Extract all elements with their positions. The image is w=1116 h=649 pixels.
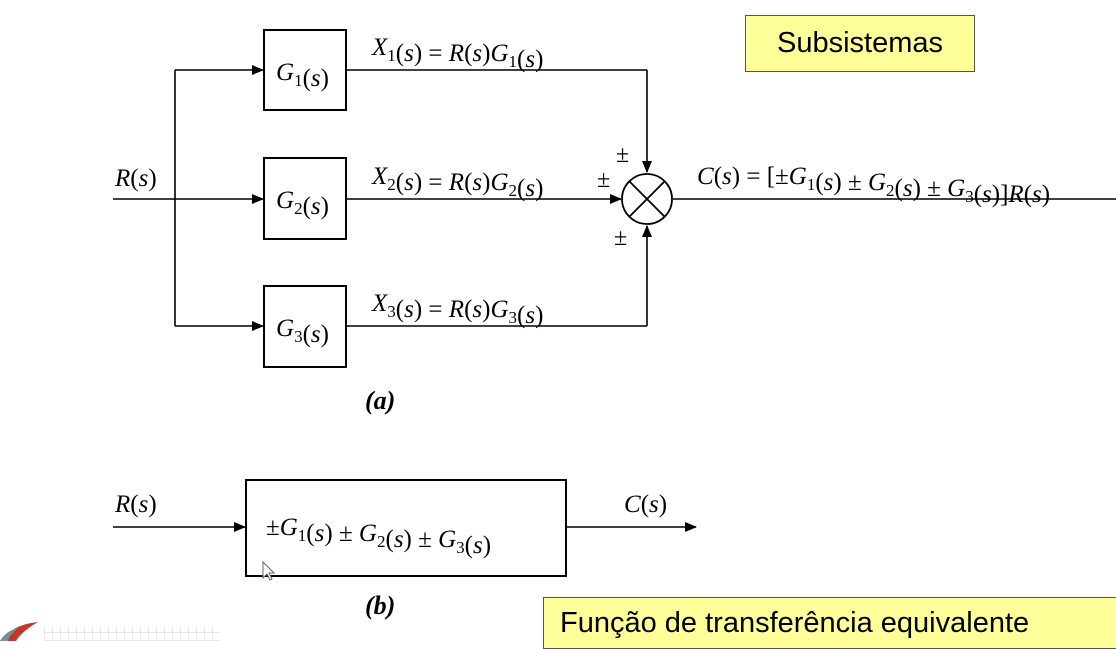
block-g3 [263, 285, 347, 368]
block-equivalent [245, 479, 567, 577]
parallel-connections [113, 65, 1116, 331]
sign-bottom: ± [614, 225, 627, 251]
block-g2 [263, 157, 347, 240]
block-equivalent-label: ±G1(s) ± G2(s) ± G3(s) [266, 514, 491, 559]
x1-equation: X1(s) = R(s)G1(s) [371, 34, 543, 73]
logo-grid [44, 626, 220, 641]
sign-left: ± [597, 167, 610, 193]
x2-equation: X2(s) = R(s)G2(s) [371, 163, 543, 202]
mouse-cursor-icon [262, 560, 276, 581]
input-label-a: R(s) [114, 165, 157, 192]
output-label-a: C(s) = [±G1(s) ± G2(s) ± G3(s)]R(s) [697, 163, 1050, 208]
equivalent-tf-callout: Função de transferência equivalente [543, 597, 1116, 649]
caption-b: (b) [365, 591, 395, 620]
x3-equation: X3(s) = R(s)G3(s) [371, 290, 543, 329]
subsystems-callout: Subsistemas [745, 15, 975, 72]
block-g3-label: G3(s) [276, 315, 329, 348]
block-g2-label: G2(s) [276, 187, 329, 220]
input-label-b: R(s) [114, 491, 157, 518]
caption-a: (a) [365, 386, 395, 415]
block-g1 [263, 29, 347, 111]
block-g1-label: G1(s) [276, 59, 329, 92]
sign-top: ± [616, 142, 629, 168]
output-label-b: C(s) [624, 491, 667, 518]
summing-junction-icon [621, 173, 673, 225]
logo-icon [0, 622, 38, 641]
